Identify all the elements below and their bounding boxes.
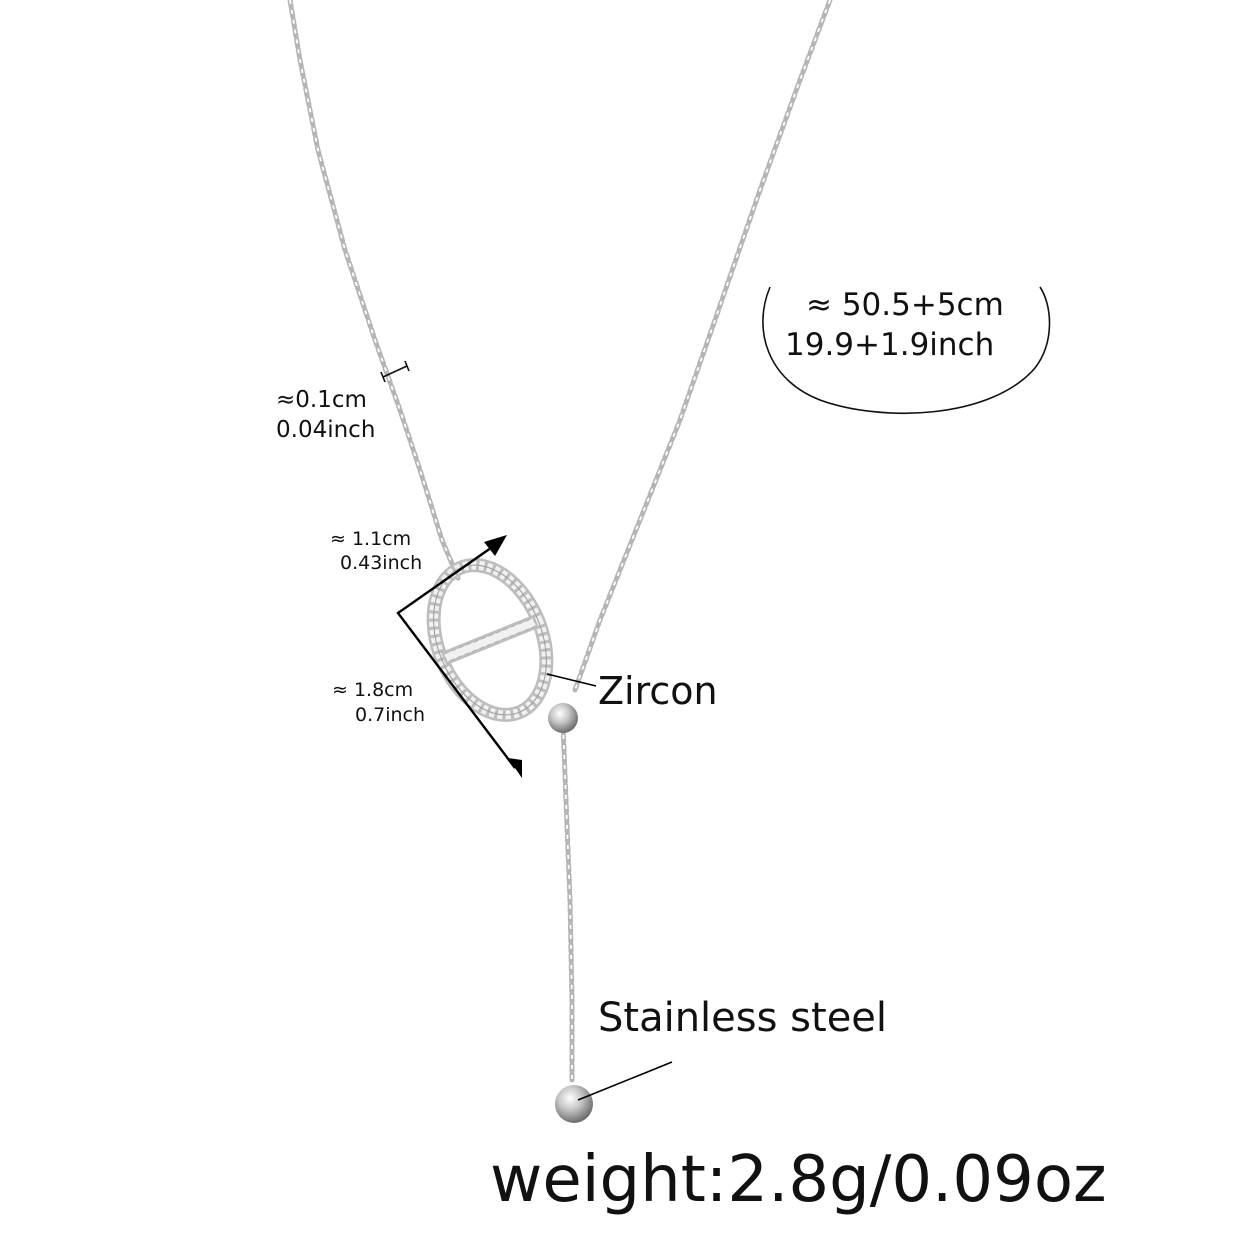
weight-label: weight:2.8g/0.09oz	[490, 1143, 1107, 1217]
pendant-width-inch: 0.43inch	[340, 552, 423, 574]
steel-leader-line	[577, 1061, 673, 1101]
chain-width-cm: ≈0.1cm	[276, 387, 367, 413]
left-chain	[287, 0, 461, 581]
drop-chain	[560, 722, 575, 1083]
length-ellipse-outline	[762, 286, 1051, 415]
total-length-inch: 19.9+1.9inch	[785, 327, 995, 363]
pendant-height-cm: ≈ 1.8cm	[332, 679, 414, 701]
pendant-dimension-arrows	[396, 542, 516, 769]
right-chain	[572, 0, 833, 693]
pendant-width-cm: ≈ 1.1cm	[330, 528, 412, 550]
zircon-label: Zircon	[598, 669, 718, 713]
stainless-steel-label: Stainless steel	[598, 995, 888, 1041]
oval-zircon-pendant	[426, 558, 554, 722]
arrow-head-up	[484, 535, 507, 556]
chain-width-inch: 0.04inch	[276, 417, 376, 443]
end-bead	[555, 1085, 593, 1123]
pendant-height-inch: 0.7inch	[355, 704, 426, 726]
arrow-head-down	[508, 758, 522, 778]
chain-width-marker	[380, 360, 410, 383]
zircon-leader-line	[546, 673, 597, 687]
total-length-cm: ≈ 50.5+5cm	[806, 287, 1004, 323]
slider-bead	[548, 703, 578, 733]
